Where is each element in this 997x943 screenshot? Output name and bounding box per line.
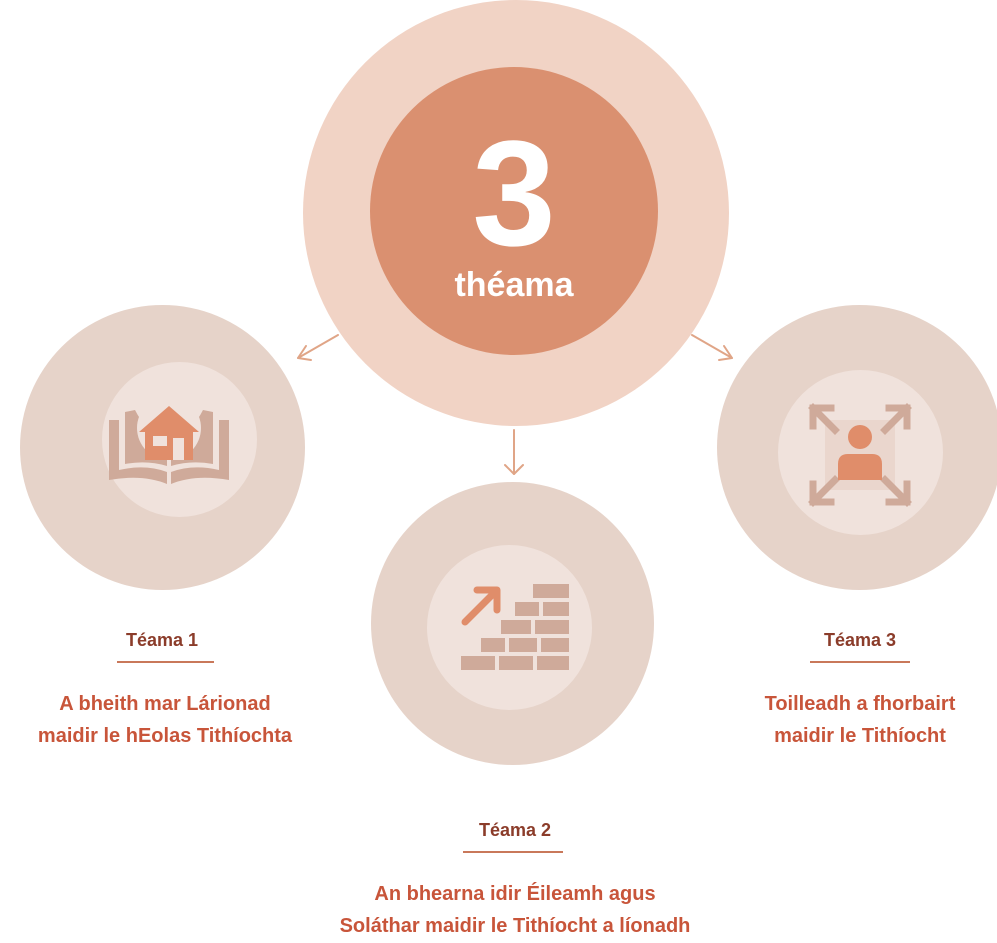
arrow-to-theme-3 <box>691 334 733 359</box>
theme-1-description-line-1: A bheith mar Lárionad <box>59 693 271 715</box>
arrow-to-theme-1 <box>297 334 339 359</box>
brick-wall-arrow-icon <box>461 584 569 670</box>
theme-3-description-line-1: Toilleadh a fhorbairt <box>764 693 956 715</box>
center-circle-inner <box>370 67 658 355</box>
arrow-head-theme-1 <box>297 345 312 361</box>
theme-3-description: Toilleadh a fhorbairt maidir le Tithíoch… <box>715 688 997 752</box>
theme-2-description-line-1: An bhearna idir Éileamh agus <box>374 883 656 905</box>
theme-count-label: théama <box>454 266 574 304</box>
theme-count: 3 <box>472 109 556 277</box>
theme-3-description-line-2: maidir le Tithíocht <box>774 725 946 747</box>
theme-1-label: Téama 1 <box>125 630 199 650</box>
person-expand-icon <box>808 403 912 507</box>
arrow-head-theme-3 <box>718 345 733 361</box>
theme-2-underline <box>463 851 563 853</box>
theme-1-description-line-2: maidir le hEolas Tithíochta <box>37 725 293 747</box>
theme-1-description: A bheith mar Lárionad maidir le hEolas T… <box>0 688 330 752</box>
book-house-icon <box>109 396 229 484</box>
theme-2-description: An bhearna idir Éileamh agus Soláthar ma… <box>280 878 750 942</box>
theme-2-label: Téama 2 <box>478 820 552 840</box>
theme-1-underline <box>117 661 214 663</box>
arrow-head-theme-2 <box>504 464 524 475</box>
theme-2-description-line-2: Soláthar maidir le Tithíocht a líonadh <box>339 915 691 937</box>
theme-3-underline <box>810 661 910 663</box>
theme-3-label: Téama 3 <box>823 630 897 650</box>
